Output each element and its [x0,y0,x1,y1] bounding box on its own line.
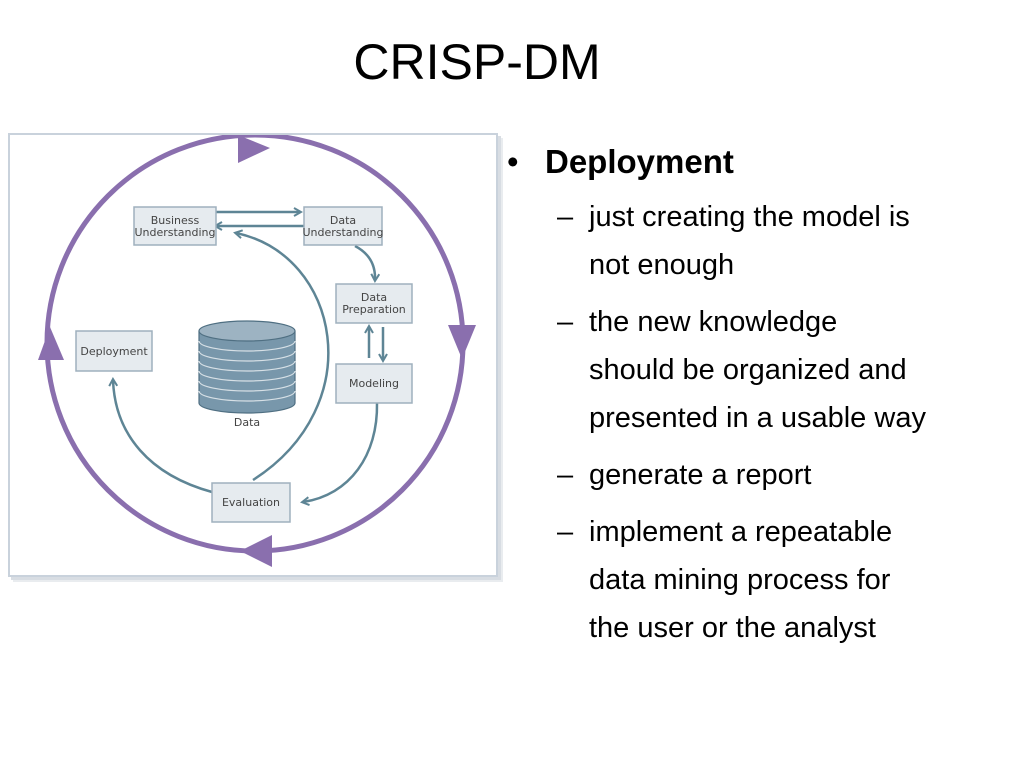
bullet-list: • Deployment – just creating the model i… [505,140,1017,652]
cycle-arrow-top [238,135,270,163]
sub-bullet-1: – just creating the model is not enough [505,193,1017,289]
bullet-dash: – [557,459,574,491]
bullet-heading-text: Deployment [545,143,734,180]
sub-bullet-2: – the new knowledge should be organized … [505,298,1017,442]
sub-bullet-3: – generate a report [505,451,1017,499]
cycle-arrow-left [38,327,64,360]
phase-evaluation: Evaluation [211,482,291,523]
svg-text:Understanding: Understanding [302,226,383,239]
svg-text:Deployment: Deployment [80,345,148,358]
svg-text:Business: Business [151,214,200,227]
bullet-dash: – [557,516,574,548]
svg-text:Evaluation: Evaluation [222,496,280,509]
phase-modeling: Modeling [335,363,413,404]
bullet-dash: – [557,306,574,338]
phase-business-understanding: Business Understanding [133,206,217,246]
phase-deployment: Deployment [75,330,153,372]
sub-bullet-4: – implement a repeatable data mining pro… [505,508,1017,652]
cycle-arrow-bottom [240,535,272,567]
bullet-dot: • [507,143,519,180]
cycle-arrow-right [448,325,476,359]
svg-text:Modeling: Modeling [349,377,399,390]
svg-text:Data: Data [330,214,356,227]
arrow-data-understanding-to-preparation [354,244,375,280]
bullet-dash: – [557,201,574,233]
database-label: Data [234,416,260,429]
svg-text:Preparation: Preparation [342,303,406,316]
bullet-heading: • Deployment [505,140,1017,184]
sub-bullet-list: – just creating the model is not enough … [505,193,1017,652]
arrow-modeling-to-evaluation [303,402,379,502]
svg-text:Understanding: Understanding [134,226,215,239]
arrow-evaluation-to-business [236,233,330,482]
slide-title: CRISP-DM [353,34,601,90]
arrow-evaluation-to-deployment [113,380,213,494]
phase-data-understanding: Data Understanding [302,206,384,246]
svg-text:Data: Data [361,291,387,304]
phase-data-preparation: Data Preparation [335,283,413,324]
crisp-dm-diagram: Business Understanding Data Understandin… [8,133,498,577]
database-icon [198,320,296,414]
